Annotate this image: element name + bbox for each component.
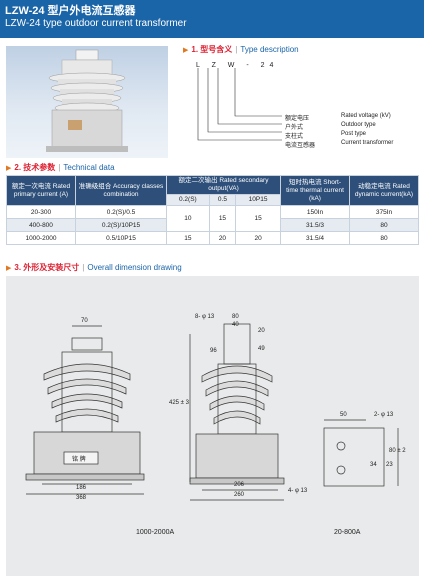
model-desc-1-en: Rated voltage (kV) [341,113,391,119]
dim-425: 425 ± 3 [169,400,189,406]
page-header: LZW-24 型户外电流互感器 LZW-24 type outdoor curr… [0,0,424,38]
dim-368: 368 [76,495,87,501]
dim-70: 70 [81,318,88,324]
dim-50: 50 [340,412,347,418]
dim-2-13: 2- φ 13 [374,412,394,418]
triangle-bullet-icon: ▶ [6,165,12,172]
th-sub-05: 0.5 [208,194,237,206]
triangle-bullet-icon: ▶ [183,47,189,54]
dim-80: 80 [232,314,239,320]
model-desc-4-en: Current transformer [341,140,394,146]
model-desc-2-cn: 户外式 [285,125,304,131]
dim-206: 206 [234,482,245,488]
technical-data-table: 额定一次电流 Rated primary current (A) 准确级组合 A… [6,175,419,245]
section2-heading: ▶2. 技术参数|Technical data [6,163,115,172]
table-row: 1000-2000 0.5/10P15 15 20 20 31.5/4 80 [6,231,419,245]
section3-heading: ▶3. 外形及安装尺寸|Overall dimension drawing [6,263,182,272]
table-row: 20-300 0.2(S)/0.5 10 15 15 150In 375In [6,205,419,232]
model-desc-2-en: Outdoor type [341,122,376,128]
caption-left: 1000-2000A [136,529,175,536]
header-title-en: LZW-24 type outdoor current transformer [5,18,187,29]
dim-80-2: 80 ± 2 [389,448,406,454]
th-primary: 额定一次电流 Rated primary current (A) [6,175,76,206]
model-desc-1-cn: 额定电压 [285,116,310,122]
dim-8-13: 8- φ 13 [195,314,215,320]
transformer-photo-illustration [46,49,128,152]
dim-96: 96 [210,348,217,354]
caption-right: 20-800A [334,529,361,536]
section1-heading: ▶1. 型号含义|Type description [183,45,299,54]
dim-20: 20 [258,328,265,334]
dim-49: 49 [258,346,265,352]
dim-23: 23 [386,462,393,468]
model-breakdown-lines [197,68,282,141]
th-accuracy: 准确级组合 Accuracy classes combination [75,175,167,206]
dim-4-13: 4- φ 13 [288,488,308,494]
model-desc-3-en: Post type [341,131,367,137]
dim-34: 34 [370,462,377,468]
th-output: 额定二次输出 Rated secondary output(VA) [166,175,281,195]
model-desc-4-cn: 电流互感器 [285,143,316,149]
triangle-bullet-icon: ▶ [6,265,12,272]
dim-186: 186 [76,485,87,491]
model-code: L Z W - 24 [196,62,279,69]
th-sub-10p15: 10P15 [235,194,281,206]
dim-40: 40 [232,322,239,328]
header-title-cn: LZW-24 型户外电流互感器 [5,5,136,17]
th-dynamic: 动稳定电流 Rated dynamic current(kA) [349,175,419,206]
dimension-drawing [25,323,399,501]
product-photo [6,46,168,158]
th-thermal: 短时热电流 Short-time thermal current (kA) [280,175,350,206]
dim-260: 260 [234,492,245,498]
nameplate-label: 铭 牌 [72,457,86,463]
model-desc-3-cn: 支柱式 [285,134,304,140]
dimension-drawing-panel: 70 186 368 铭 牌 8- φ 13 80 40 20 96 49 42… [6,276,419,576]
th-sub-02s: 0.2(S) [166,194,210,206]
